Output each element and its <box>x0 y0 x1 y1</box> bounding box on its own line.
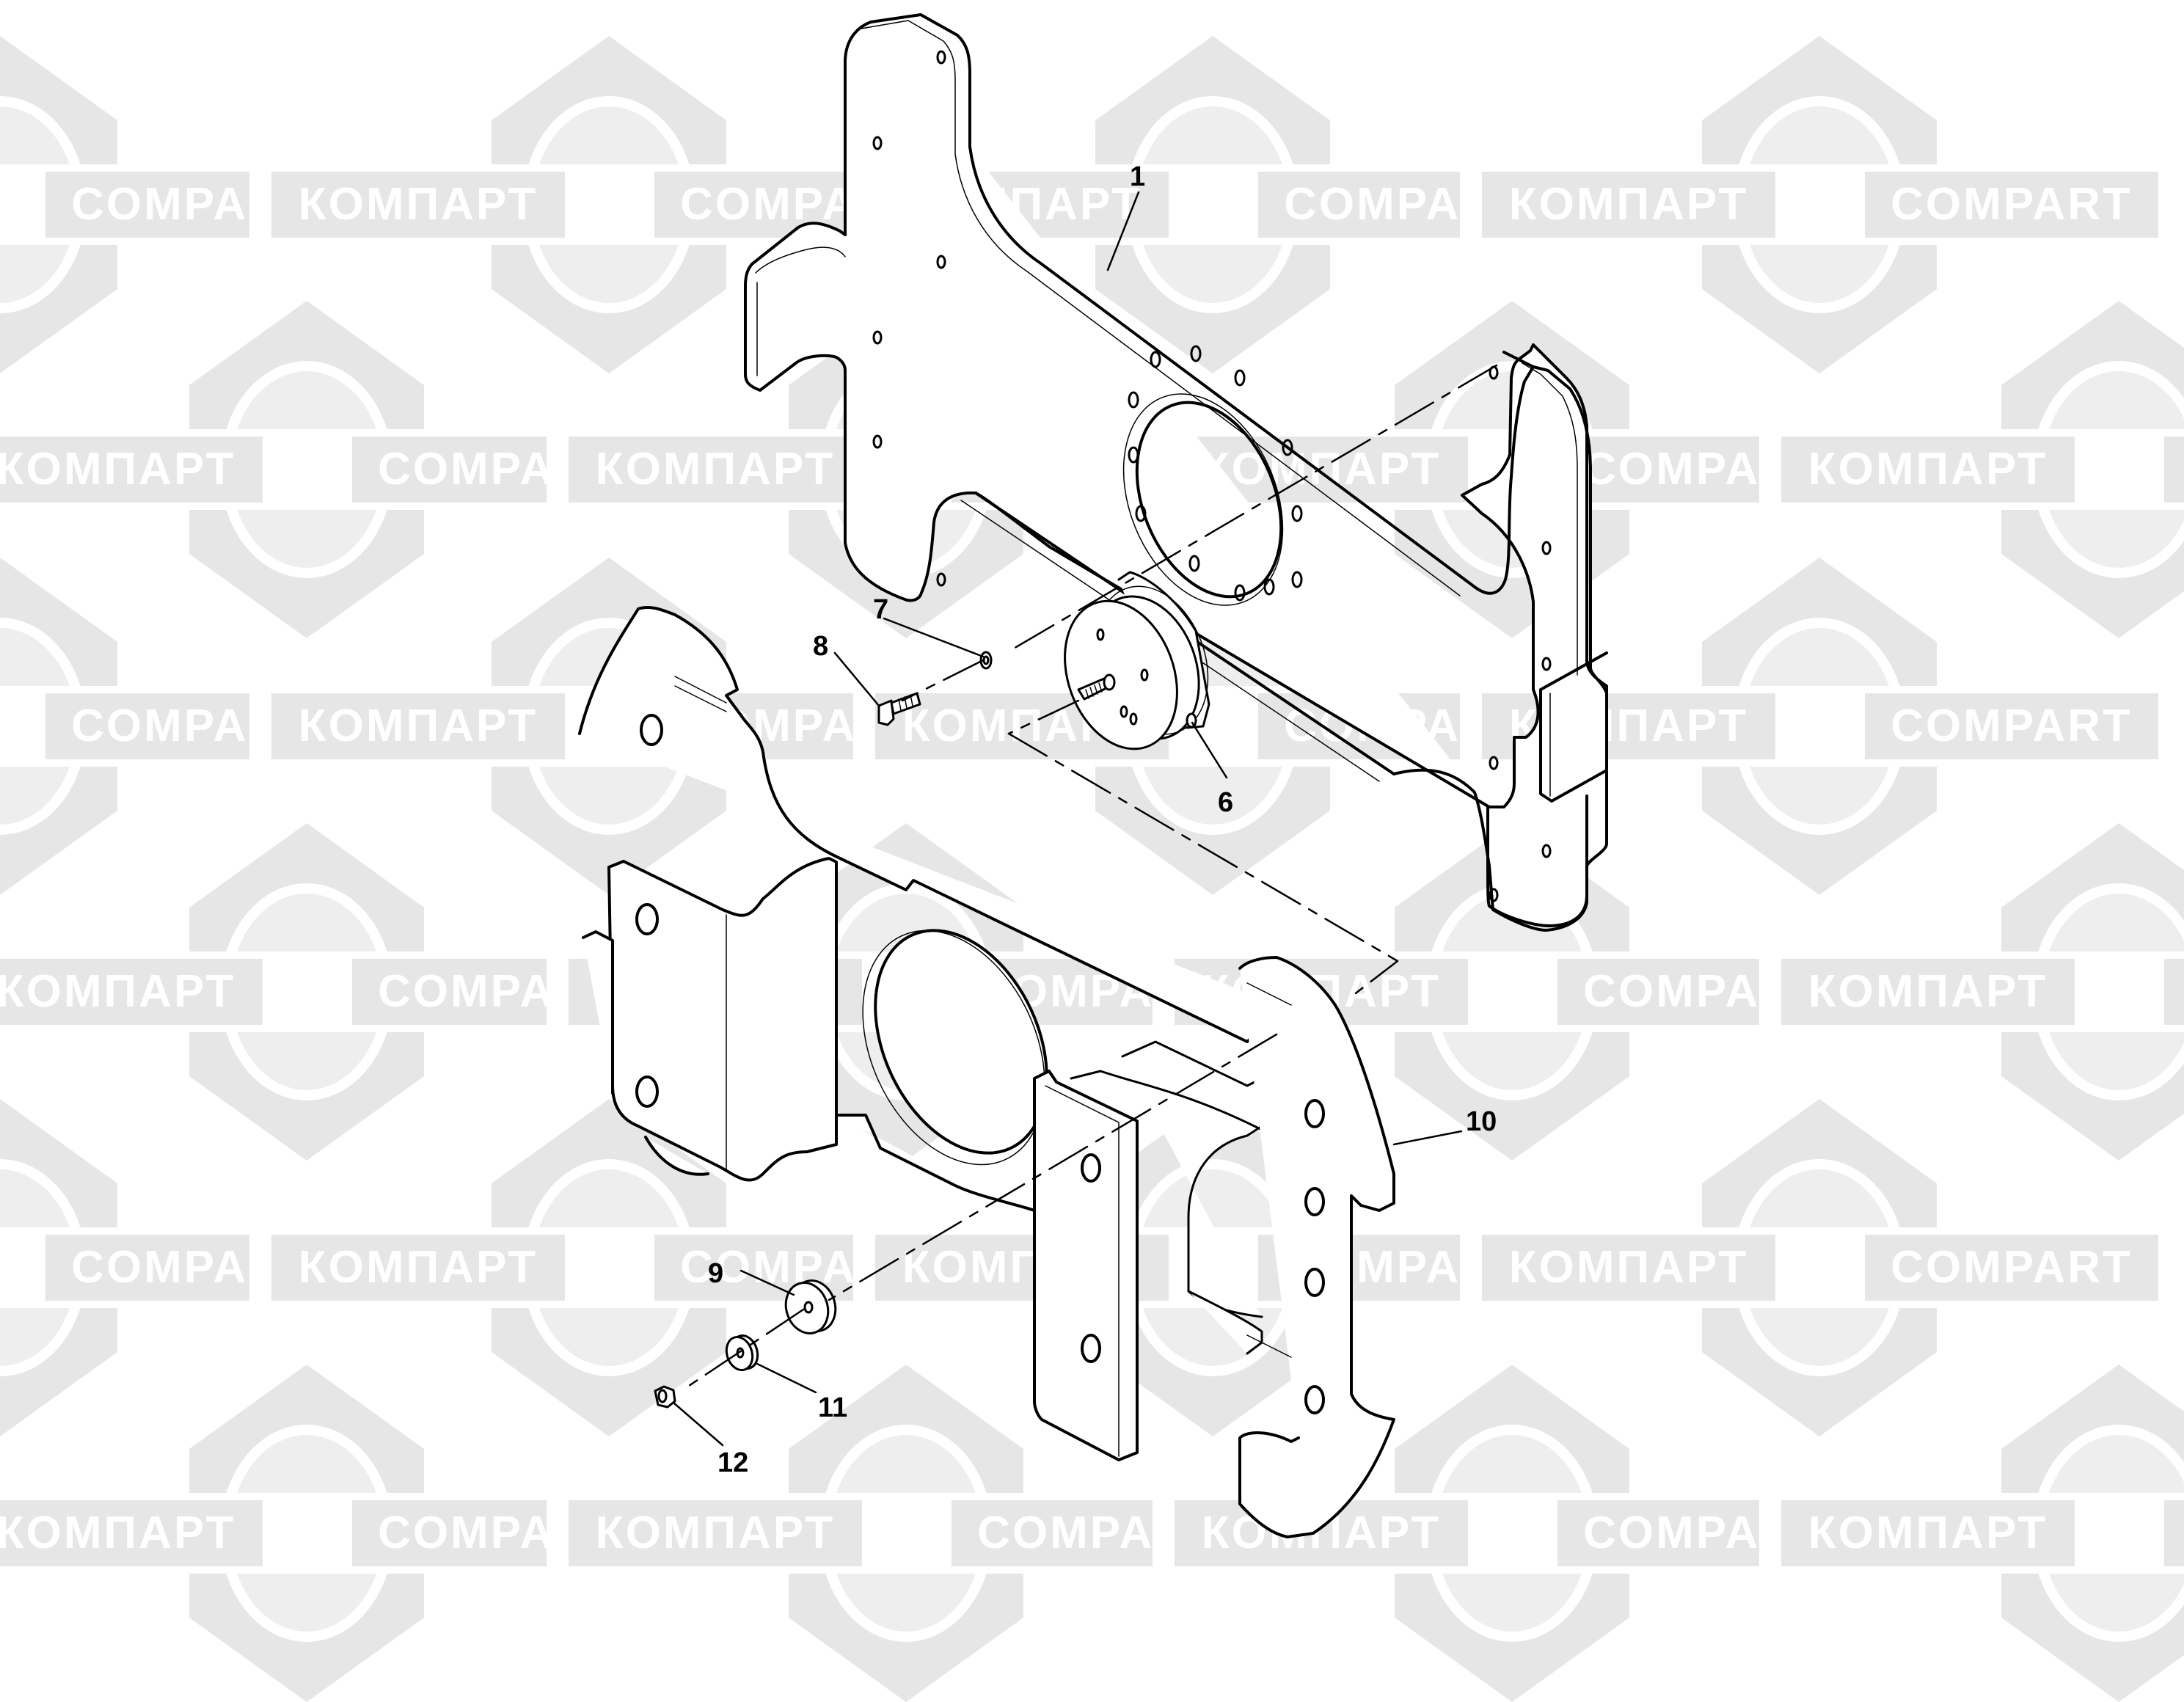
leader-lines <box>672 191 1463 1447</box>
callout-9: 9 <box>708 1258 724 1289</box>
svg-text:COMPART: COMPART <box>1891 1242 2133 1293</box>
part-1-upper-plate <box>744 13 1608 932</box>
svg-text:КОМПАРТ: КОМПАРТ <box>299 179 538 230</box>
callout-6: 6 <box>1218 787 1234 818</box>
callout-1: 1 <box>1130 161 1146 192</box>
callout-10: 10 <box>1466 1106 1497 1137</box>
svg-text:КОМПАРТ: КОМПАРТ <box>1808 444 2048 494</box>
part-9-large-washer <box>784 1279 837 1334</box>
part-10-lower-frame <box>578 606 1395 1538</box>
part-8-bolt <box>877 692 921 726</box>
watermark-logo: КОМПАРТ COMPART <box>1460 36 2179 373</box>
svg-text:COMPART: COMPART <box>1891 701 2133 751</box>
svg-text:COMPART: COMPART <box>1891 179 2133 230</box>
watermark-logo: КОМПАРТ COMPART <box>1460 1099 2179 1436</box>
assembly-centerlines <box>681 364 1498 1392</box>
svg-text:КОМПАРТ: КОМПАРТ <box>299 1242 538 1293</box>
callout-12: 12 <box>717 1447 749 1478</box>
svg-text:КОМПАРТ: КОМПАРТ <box>1509 1242 1748 1293</box>
svg-text:КОМПАРТ: КОМПАРТ <box>0 444 235 494</box>
part-11-flat-washer <box>725 1334 759 1371</box>
callout-7: 7 <box>873 594 889 625</box>
svg-text:КОМПАРТ: КОМПАРТ <box>0 966 235 1017</box>
part-12-hex-nut <box>654 1385 676 1409</box>
part-6-rubber-mount <box>1064 571 1210 750</box>
flange-bolt-holes <box>1128 345 1303 602</box>
exploded-parts-drawing <box>578 13 1608 1538</box>
svg-text:КОМПАРТ: КОМПАРТ <box>299 701 538 751</box>
svg-text:КОМПАРТ: КОМПАРТ <box>596 444 835 494</box>
svg-text:КОМПАРТ: КОМПАРТ <box>1509 179 1748 230</box>
callout-8: 8 <box>813 631 829 662</box>
callout-11: 11 <box>818 1392 848 1423</box>
svg-text:КОМПАРТ: КОМПАРТ <box>1808 966 2048 1017</box>
plate-mounting-holes <box>872 50 1552 902</box>
